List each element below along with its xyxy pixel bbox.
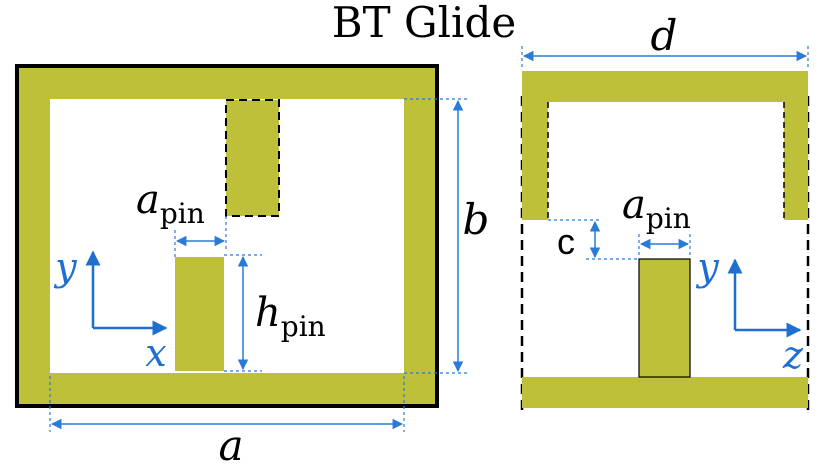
left-axes: y x xyxy=(53,245,168,375)
label-apin-left: apin xyxy=(136,177,205,230)
right-axis-y-label: y xyxy=(695,245,719,289)
waveguide-outer-frame xyxy=(15,64,439,408)
label-hpin-sub: pin xyxy=(281,310,326,343)
label-d: d xyxy=(651,11,678,60)
right-right-stub xyxy=(784,102,808,220)
upper-pin xyxy=(225,99,280,217)
label-apin-left-sub: pin xyxy=(160,197,205,230)
left-axis-x-label: x xyxy=(145,331,166,375)
label-apin-right-main: a xyxy=(622,182,646,228)
label-hpin-main: h xyxy=(255,290,281,336)
left-cross-section: a b apin hpin y x xyxy=(15,64,490,467)
label-hpin: hpin xyxy=(255,290,326,343)
label-apin-left-main: a xyxy=(136,177,160,223)
right-axis-z-label: z xyxy=(782,333,804,377)
right-cross-section: d c apin y z xyxy=(520,11,810,410)
right-axes: y z xyxy=(695,245,804,377)
label-a: a xyxy=(218,421,243,467)
top-wall xyxy=(19,68,435,99)
label-apin-right-sub: pin xyxy=(646,202,691,235)
left-axis-y-label: y xyxy=(53,245,77,289)
right-top-plate xyxy=(522,71,808,102)
diagram-title: BT Glide xyxy=(332,0,516,47)
left-wall xyxy=(19,68,50,404)
label-b: b xyxy=(463,195,490,244)
right-left-stub xyxy=(522,102,548,220)
bottom-wall xyxy=(19,373,435,404)
label-c: c xyxy=(557,221,575,262)
lower-pin xyxy=(175,257,224,371)
right-bottom-plate xyxy=(522,377,808,408)
right-center-pin xyxy=(638,258,691,378)
right-wall xyxy=(404,68,435,404)
label-apin-right: apin xyxy=(622,182,691,235)
